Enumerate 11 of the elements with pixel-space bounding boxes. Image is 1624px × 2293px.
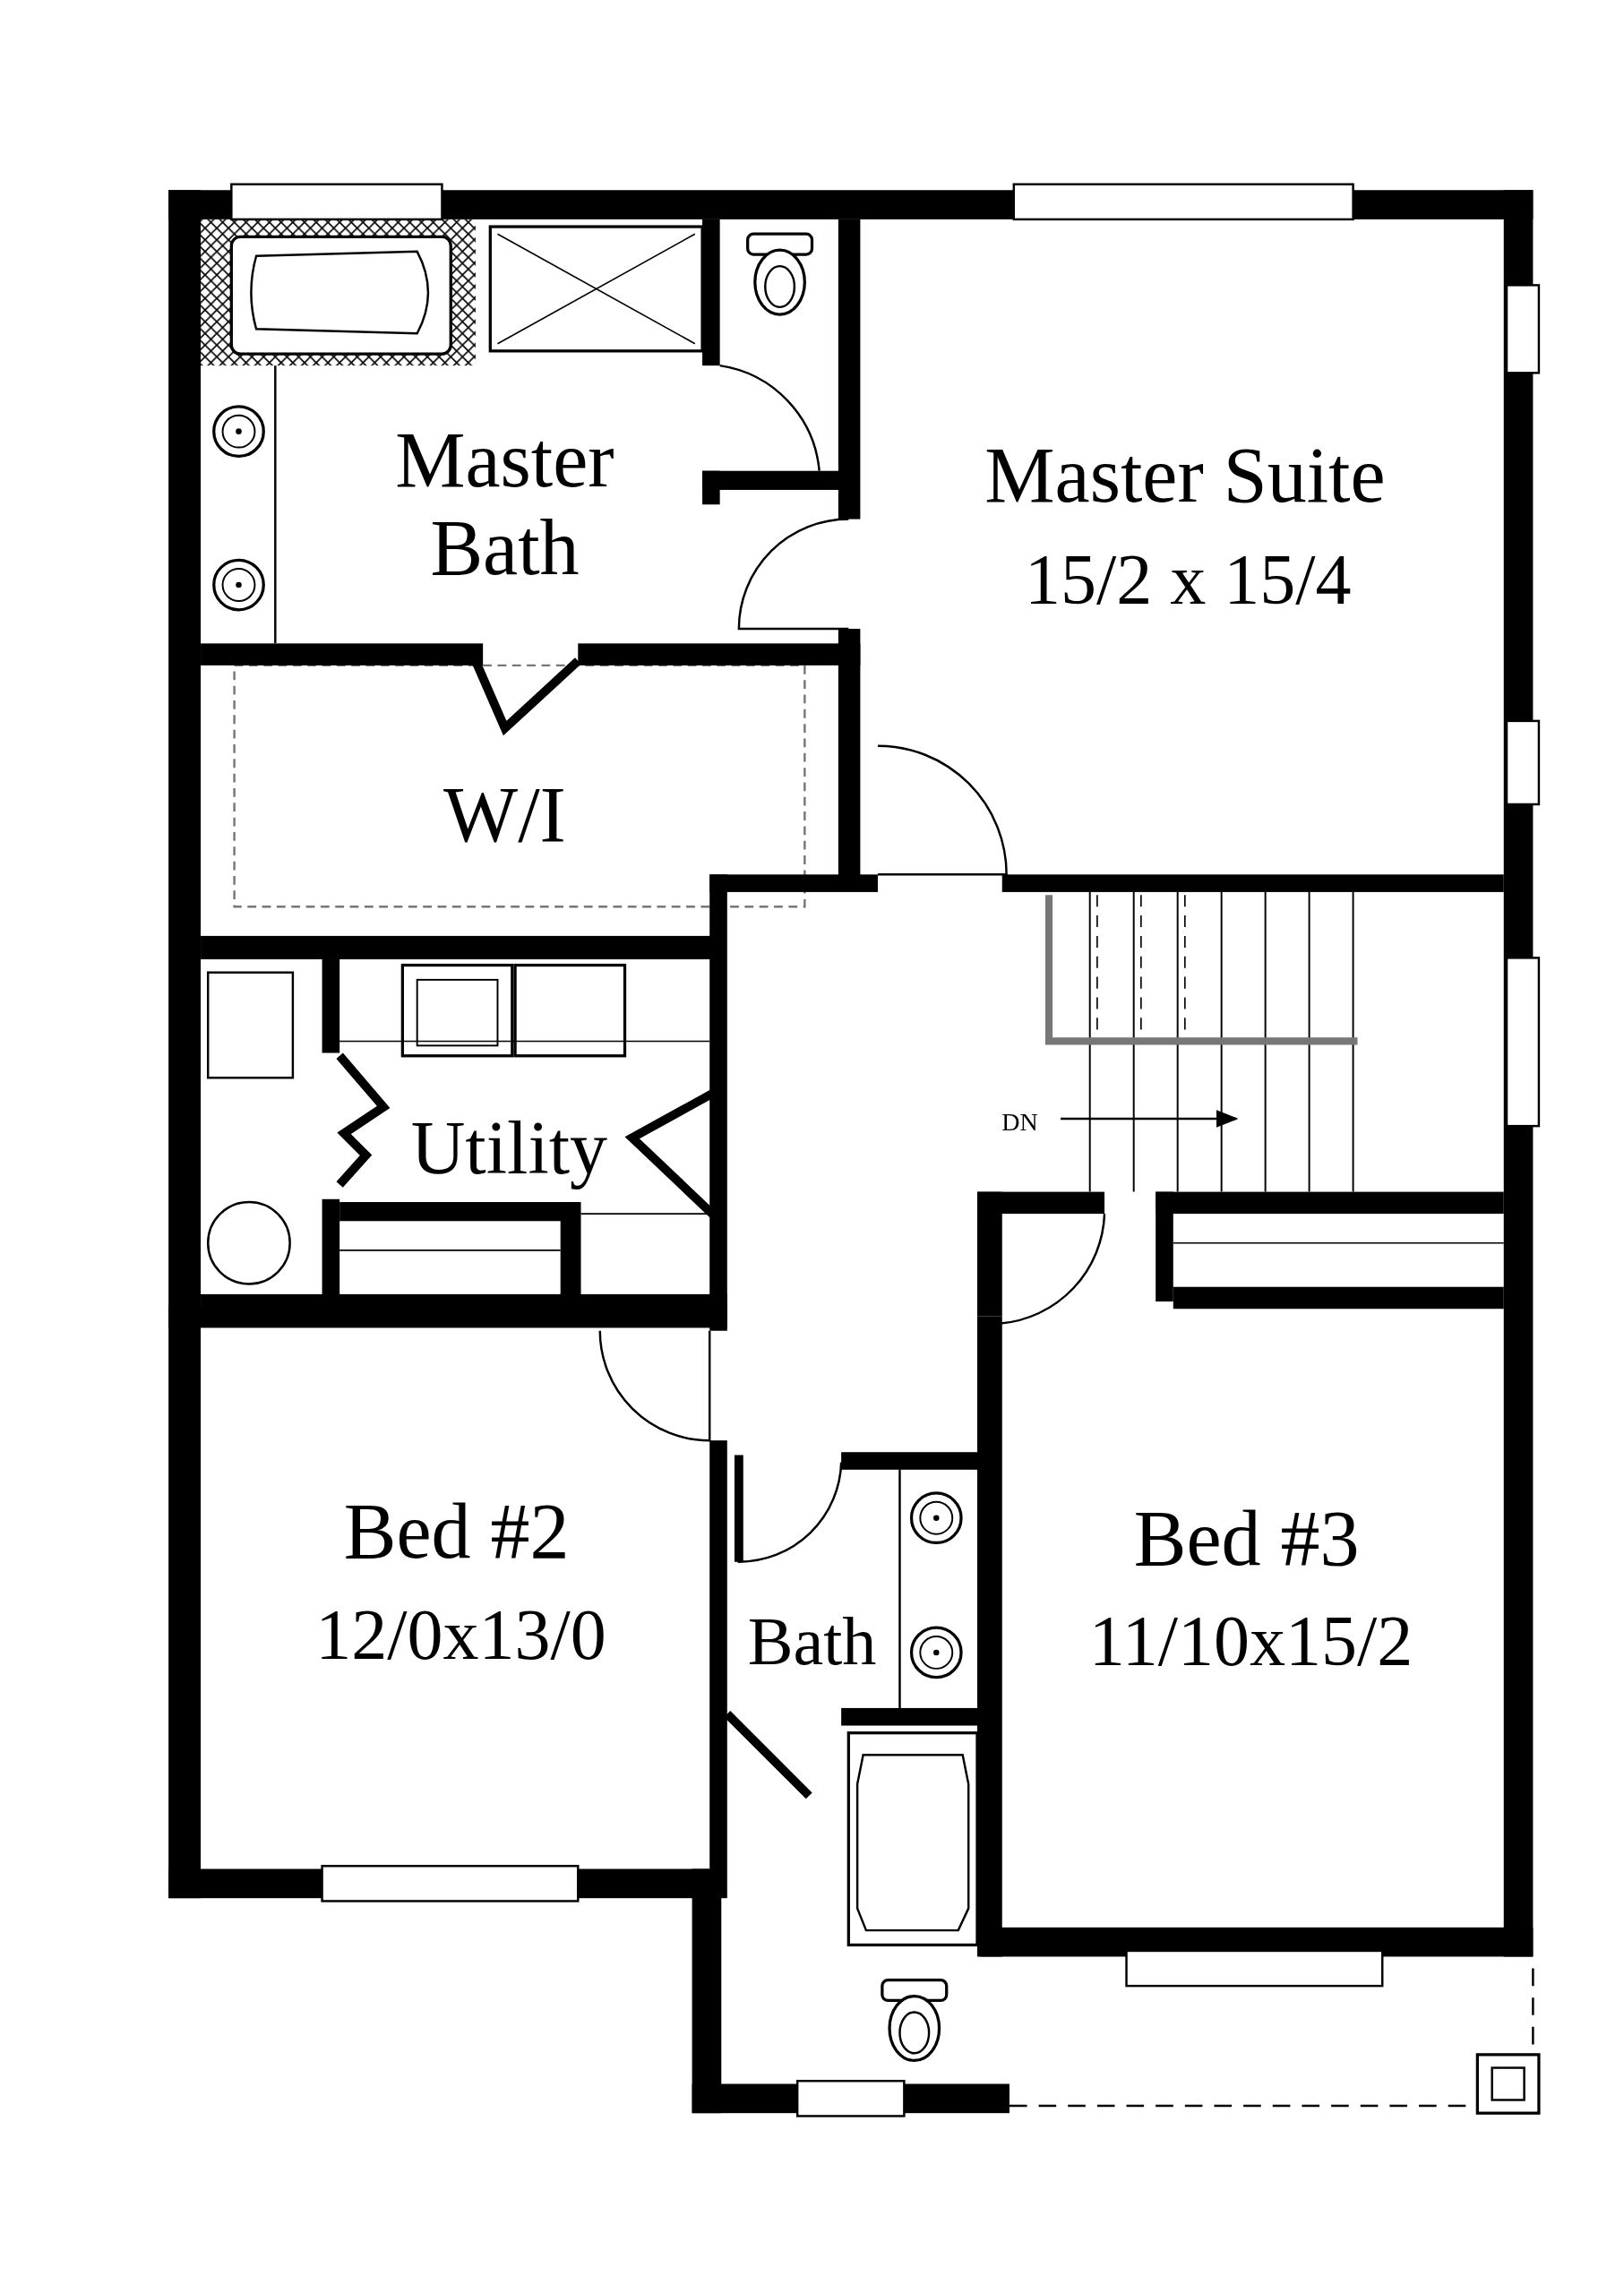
room-label: Master Suite	[984, 431, 1386, 520]
room-dimensions: 11/10x15/2	[1088, 1601, 1413, 1682]
stair-label: DN	[1001, 1108, 1038, 1137]
room-dimensions: 12/0x13/0	[315, 1595, 606, 1676]
room-label: Utility	[410, 1106, 608, 1191]
room-dimensions: 15/2 x 15/4	[1025, 540, 1352, 622]
room-label: Master Bath	[394, 416, 615, 594]
room-label: Bed #2	[343, 1487, 570, 1576]
room-label: W/I	[443, 770, 566, 860]
room-label: Bed #3	[1133, 1495, 1360, 1584]
room-label: Bath	[747, 1603, 877, 1680]
